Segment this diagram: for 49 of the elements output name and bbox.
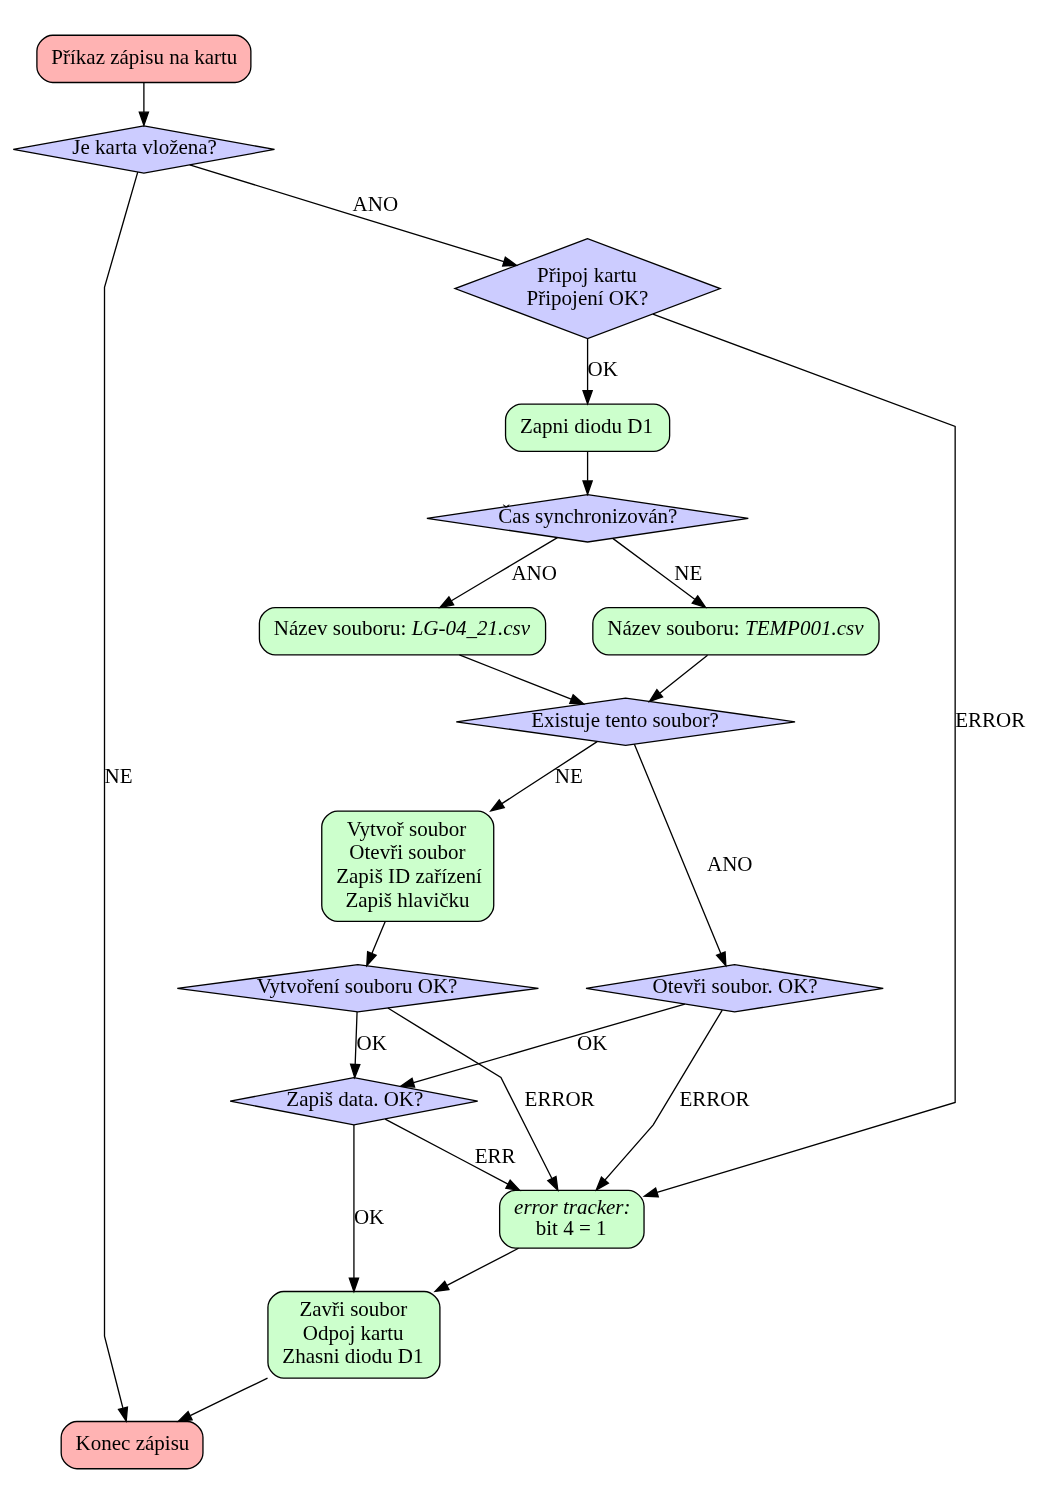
edge-label: OK xyxy=(356,1030,387,1055)
node-diamond: Čas synchronizován? xyxy=(426,494,749,543)
node-box: Vytvoř soubor Otevři soubor Zapiš ID zařízení Zapiš hlavičku xyxy=(321,810,495,922)
edge-label: NE xyxy=(104,764,133,789)
arrow xyxy=(582,338,594,406)
arrow xyxy=(384,1118,522,1192)
arrow xyxy=(612,537,708,609)
arrow xyxy=(458,654,586,705)
arrow xyxy=(633,743,727,968)
node-diamond: Je karta vložena? xyxy=(12,125,276,174)
arrow xyxy=(433,1247,520,1293)
edge-label: ANO xyxy=(352,191,399,216)
node-box: error tracker: bit 4 = 1 xyxy=(499,1189,645,1249)
edge-label: ERR xyxy=(474,1143,516,1168)
arrow xyxy=(349,1011,361,1080)
arrow xyxy=(438,536,559,609)
edge-label: OK xyxy=(577,1030,608,1055)
edge-label: ERROR xyxy=(955,707,1026,732)
edge-label: ANO xyxy=(707,852,753,877)
edge-label: ANO xyxy=(511,560,557,585)
arrow xyxy=(138,82,150,128)
arrow xyxy=(189,164,519,267)
node-box: Konec zápisu xyxy=(60,1420,204,1470)
arrow xyxy=(366,921,386,968)
arrow xyxy=(398,1003,686,1088)
arrow xyxy=(489,741,598,812)
node-diamond: Připoj kartu Připojení OK? xyxy=(453,238,723,340)
arrow xyxy=(176,1377,269,1423)
edge-label: NE xyxy=(674,560,703,585)
node-diamond: Vytvoření souboru OK? xyxy=(176,964,540,1013)
arrow xyxy=(103,171,139,1423)
arrow xyxy=(348,1124,360,1294)
node-diamond: Otevři soubor. OK? xyxy=(585,964,884,1013)
node-box: Název souboru: LG-04_21.csv xyxy=(258,606,547,656)
arrow xyxy=(582,451,594,497)
edge-label: ERROR xyxy=(524,1087,595,1112)
arrow xyxy=(594,1009,723,1192)
node-diamond: Existuje tento soubor? xyxy=(455,697,796,747)
arrow xyxy=(387,1007,559,1193)
node-box: Název souboru: TEMP001.csv xyxy=(592,606,880,656)
edge-label: OK xyxy=(587,357,618,382)
arrow xyxy=(642,313,956,1198)
node-box: Zavři soubor Odpoj kartu Zhasni diodu D1 xyxy=(267,1290,441,1379)
edge-label: OK xyxy=(353,1205,385,1230)
arrow xyxy=(647,654,709,703)
edge-label: NE xyxy=(554,764,583,789)
edge-label: ERROR xyxy=(679,1087,750,1112)
node-box: Zapni diodu D1 xyxy=(504,403,671,453)
node-box: Příkaz zápisu na kartu xyxy=(36,34,252,84)
